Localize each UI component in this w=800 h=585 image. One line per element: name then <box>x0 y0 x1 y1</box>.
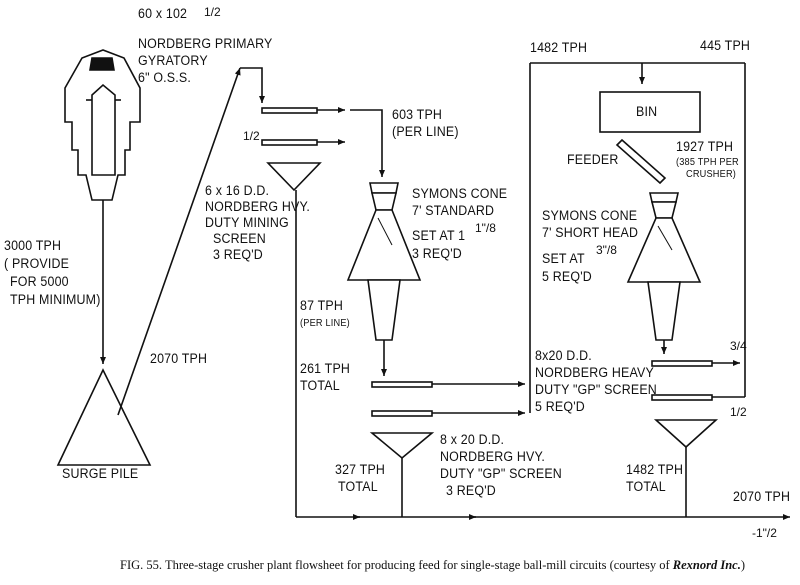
screen2-deck-bottom <box>371 410 433 417</box>
primary-gyratory-crusher-icon <box>64 49 141 201</box>
cone-crusher-standard-icon <box>346 182 422 341</box>
screen1-duty-label: DUTY MINING <box>205 215 289 230</box>
primary-name-label: NORDBERG PRIMARY <box>138 36 273 51</box>
cone1-qty-label: 3 REQ'D <box>412 246 462 261</box>
under327-label: 327 TPH <box>335 462 386 477</box>
under1482-label: 1482 TPH <box>626 462 684 477</box>
under1482-sub-label: TOTAL <box>626 479 666 494</box>
feed-provide-label-3: TPH MINIMUM) <box>10 292 101 307</box>
screen3-deck-bottom <box>651 394 713 401</box>
surge-pile-icon <box>56 368 152 466</box>
cone2-qty-label: 5 REQ'D <box>542 269 592 284</box>
screen1-hopper <box>266 162 322 192</box>
feed1927-sub-label-2: CRUSHER) <box>686 169 737 180</box>
screen1-deck-bottom <box>261 139 318 146</box>
primary-size-label: 60 x 102 <box>138 6 188 21</box>
screen2-duty-label: DUTY "GP" SCREEN <box>440 466 562 481</box>
feed1927-sub-label: (385 TPH PER <box>676 157 739 168</box>
feeder-icon <box>615 138 667 185</box>
surge-out-label: 2070 TPH <box>150 351 208 366</box>
caption-company: Rexnord Inc. <box>672 558 741 572</box>
line603-sub-label: (PER LINE) <box>392 124 459 139</box>
screen3-duty-label: DUTY "GP" SCREEN <box>535 382 657 397</box>
feed1927-label: 1927 TPH <box>676 139 734 154</box>
cone-crusher-shorthead-icon <box>626 192 702 341</box>
screen1-aperture-fraction: 1/2 <box>243 129 260 143</box>
surge-conveyor-line <box>117 67 241 416</box>
cone2-model-label: 7' SHORT HEAD <box>542 225 639 240</box>
final-product-fraction: -1"/2 <box>752 526 777 540</box>
final-product-label: 2070 TPH <box>733 489 791 504</box>
caption-suffix: ) <box>740 558 745 572</box>
cone1-setting-fraction: 1"/8 <box>475 221 496 235</box>
cone1-model-label: 7' STANDARD <box>412 203 495 218</box>
screen1-type-label: SCREEN <box>213 231 266 246</box>
bin-label: BIN <box>636 104 658 119</box>
screen2-spec-label: 8 x 20 D.D. <box>440 432 505 447</box>
under87-label: 87 TPH <box>300 298 343 313</box>
screen3-top-fraction: 3/4 <box>730 339 747 353</box>
screen3-qty-label: 5 REQ'D <box>535 399 585 414</box>
under327-sub-label: TOTAL <box>338 479 378 494</box>
screen3-make-label: NORDBERG HEAVY <box>535 365 654 380</box>
line603-label: 603 TPH <box>392 107 443 122</box>
primary-type-label: GYRATORY <box>138 53 208 68</box>
screen3-spec-label: 8x20 D.D. <box>535 348 592 363</box>
surge-pile-label: SURGE PILE <box>62 466 139 481</box>
screen1-qty-label: 3 REQ'D <box>213 247 263 262</box>
cone1-name-label: SYMONS CONE <box>412 186 508 201</box>
caption-text: Three-stage crusher plant flowsheet for … <box>164 558 670 572</box>
caption-prefix: FIG. 55. <box>120 558 163 572</box>
feeder-label: FEEDER <box>567 152 619 167</box>
screen3-hopper <box>653 419 719 449</box>
recirc-1482-label: 1482 TPH <box>530 40 588 55</box>
screen2-make-label: NORDBERG HVY. <box>440 449 546 464</box>
feed-rate-label: 3000 TPH <box>4 238 62 253</box>
recirc-445-label: 445 TPH <box>700 38 751 53</box>
primary-oss-label: 6" O.S.S. <box>138 70 192 85</box>
cone2-setting-fraction: 3"/8 <box>596 243 617 257</box>
cone1-setting-label: SET AT 1 <box>412 228 466 243</box>
under87-sub-label: (PER LINE) <box>300 318 350 329</box>
under261-label: 261 TPH <box>300 361 351 376</box>
under261-sub-label: TOTAL <box>300 378 340 393</box>
cone2-setting-label: SET AT <box>542 251 585 266</box>
screen2-qty-label: 3 REQ'D <box>446 483 496 498</box>
screen2-hopper <box>369 432 435 460</box>
feed-provide-label-2: FOR 5000 <box>10 274 69 289</box>
cone2-name-label: SYMONS CONE <box>542 208 638 223</box>
screen1-spec-label: 6 x 16 D.D. <box>205 183 270 198</box>
screen3-deck-top <box>651 360 713 367</box>
screen1-deck-top <box>261 107 318 114</box>
primary-size-fraction: 1/2 <box>204 5 221 19</box>
screen2-deck-top <box>371 381 433 388</box>
conveyor-to-screen-line <box>240 67 265 103</box>
figure-caption: FIG. 55. Three-stage crusher plant flows… <box>120 558 745 573</box>
oversize-to-cone1-line <box>350 109 385 177</box>
feed-provide-label: ( PROVIDE <box>4 256 70 271</box>
bin-box <box>599 91 701 133</box>
screen1-make-label: NORDBERG HVY. <box>205 199 311 214</box>
screen3-bottom-fraction: 1/2 <box>730 405 747 419</box>
